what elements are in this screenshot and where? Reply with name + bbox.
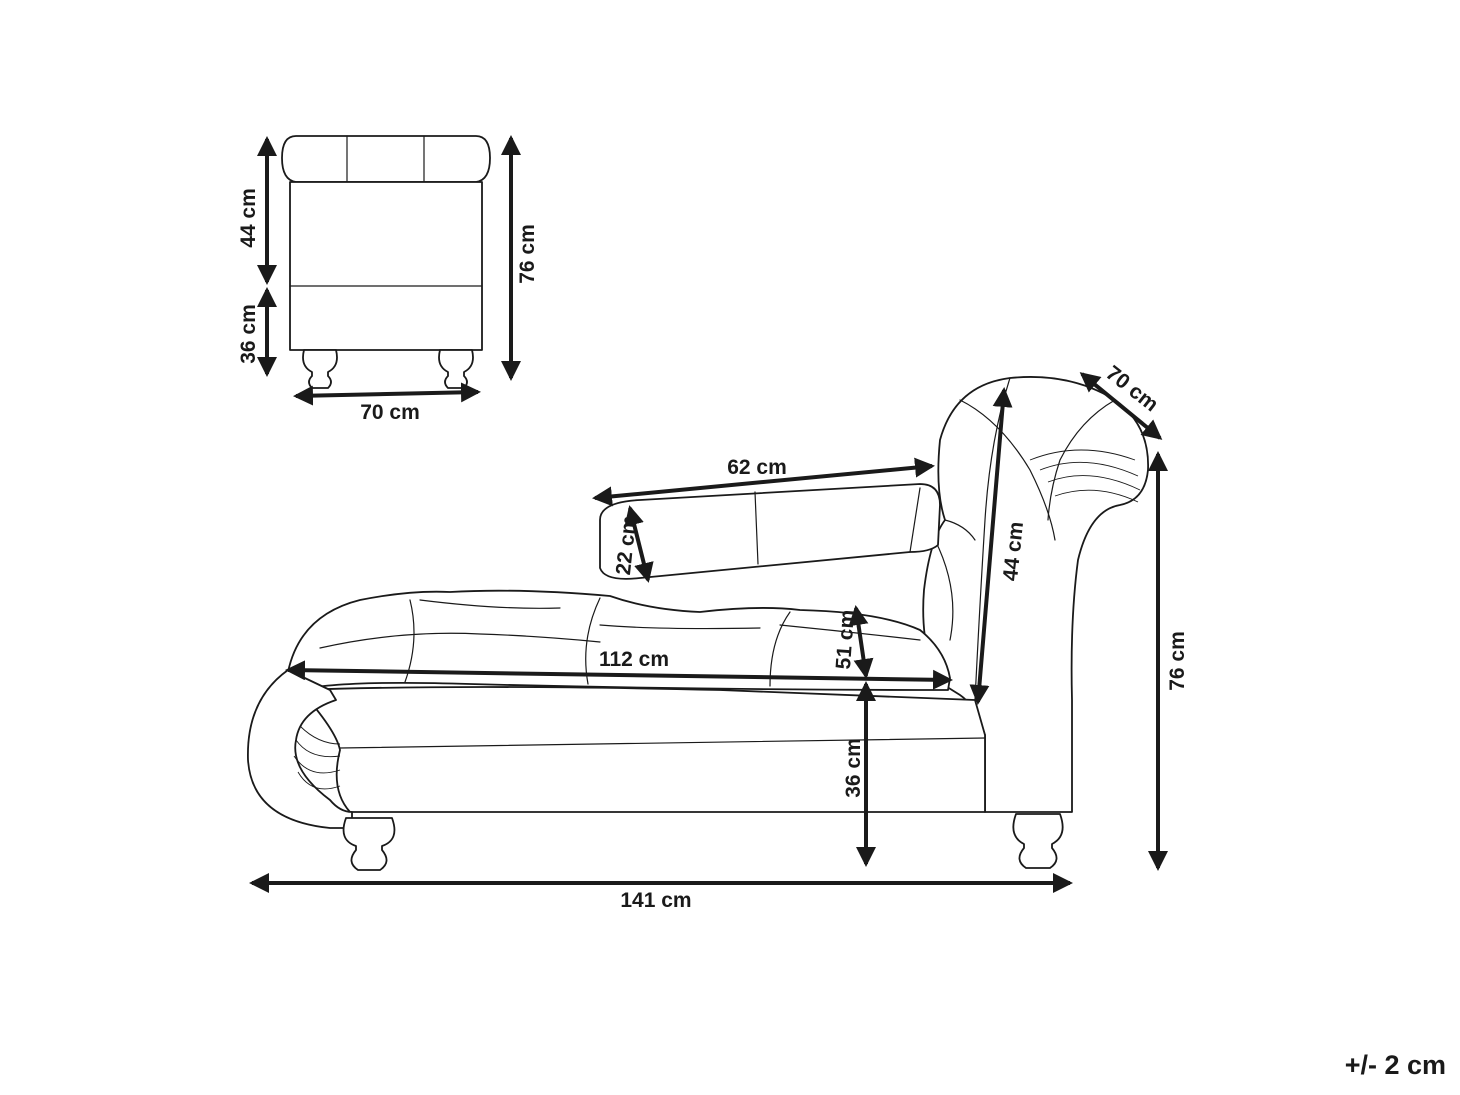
front-width-arrow [293,382,481,406]
back-depth-arrow [1079,372,1163,440]
front-leg-height-label: 36 cm [237,304,260,364]
front-right-leg [438,349,474,389]
tolerance-note: +/- 2 cm [1345,1050,1446,1080]
side-right-leg [1012,813,1064,869]
back-height-arrow [969,387,1013,705]
side-scroll-arm [247,669,353,829]
side-pillow [599,483,941,580]
front-left-leg [302,349,338,389]
pillow-height-arrow [624,505,654,583]
front-view: 44 cm 36 cm 76 cm 70 cm [237,135,539,424]
front-total-height-label: 76 cm [516,224,539,284]
front-seat-height-label: 44 cm [237,188,260,248]
side-total-height-label: 76 cm [1166,631,1189,691]
front-width-label: 70 cm [360,401,420,424]
seat-height-label: 36 cm [842,738,865,798]
front-body [289,181,483,351]
seat-top-height-label: 51 cm [832,609,859,670]
seat-length-label: 112 cm [599,648,669,671]
total-length-label: 141 cm [620,889,691,912]
seat-length-arrow [285,660,953,690]
side-view: 70 cm 62 cm 22 cm 44 cm 112 cm 51 cm 36 … [247,361,1189,912]
side-left-leg [342,817,396,871]
seat-top-height-arrow [848,605,874,679]
front-top-roll [281,135,491,183]
side-base [299,686,986,813]
pillow-length-arrow [592,457,935,507]
pillow-length-label: 62 cm [727,456,787,479]
